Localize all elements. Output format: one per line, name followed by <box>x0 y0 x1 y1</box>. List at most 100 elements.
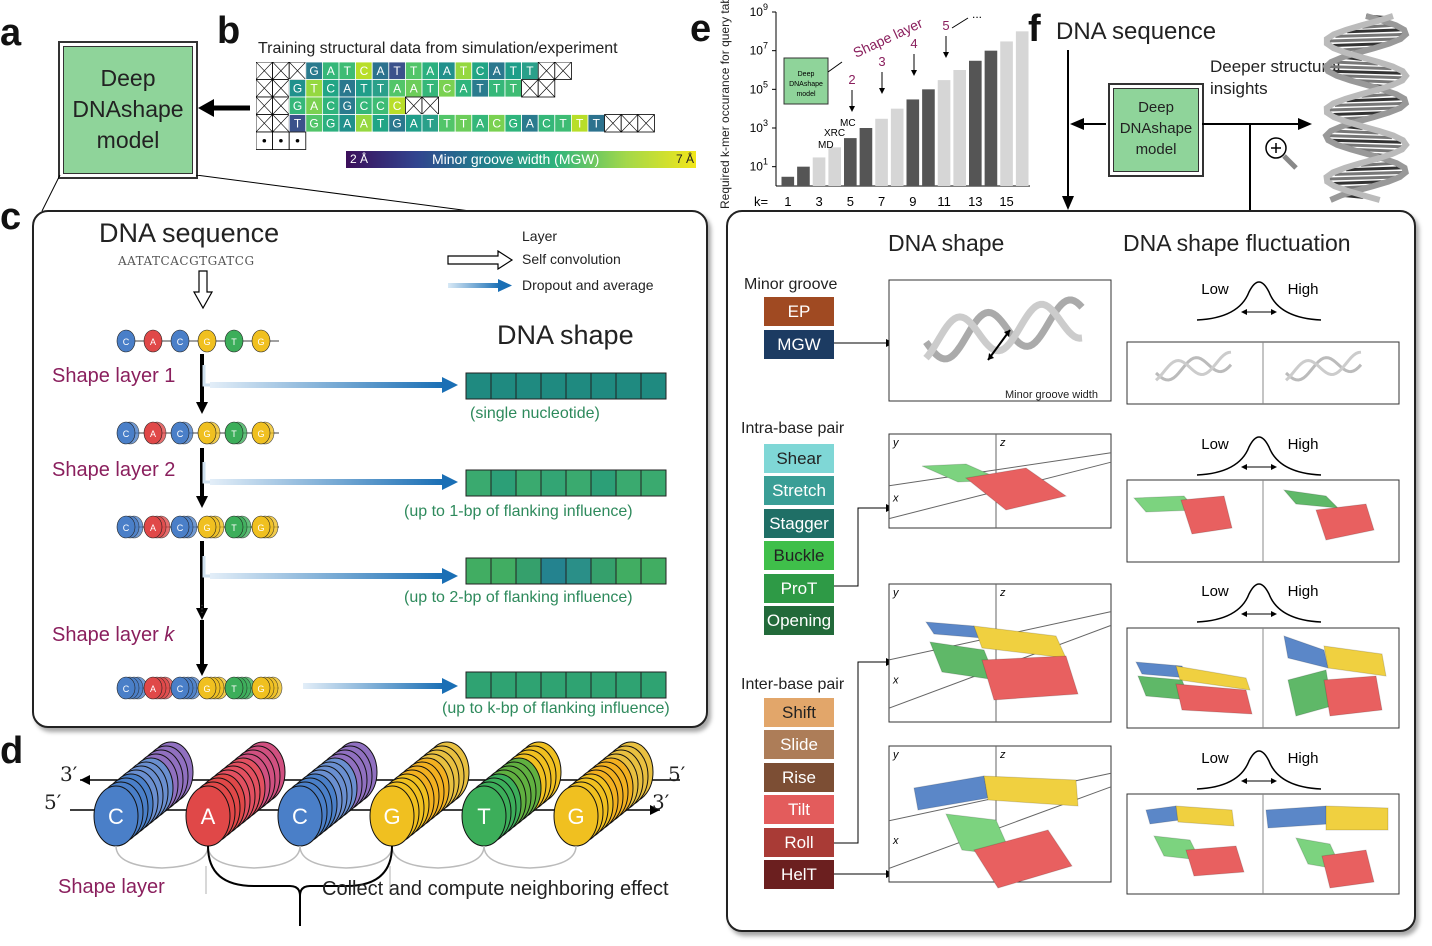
axis-y-label: y <box>892 437 900 449</box>
kmer-bar <box>922 89 935 186</box>
shape-value-cell <box>590 671 617 699</box>
seq-letter: A <box>327 64 335 78</box>
sequence-input-arrow-icon <box>192 270 214 310</box>
shape-value-cell <box>590 469 617 497</box>
seq-letter: C <box>393 99 402 113</box>
bottom-strand-arrow <box>650 805 660 815</box>
dropout-arrow-head <box>442 568 458 584</box>
neighbor-bracket <box>391 845 485 869</box>
e-ytick-label: 101 <box>750 157 768 174</box>
seq-letter: T <box>443 117 451 131</box>
seq-letter: T <box>294 117 302 131</box>
e-ytick-exp: 1 <box>763 157 768 167</box>
colorbar-label: Minor groove width (MGW) <box>432 151 600 167</box>
e-xtick-label: 13 <box>968 194 982 209</box>
e-layer-arrowhead <box>849 106 855 112</box>
dropout-connector <box>202 365 210 387</box>
neighbor-bracket <box>299 845 393 869</box>
base-letter: G <box>383 804 400 829</box>
seq-letter: C <box>360 64 369 78</box>
seq-letter: A <box>526 117 534 131</box>
mask-x <box>256 79 273 98</box>
mask-x <box>537 79 556 98</box>
shape-value-cell <box>615 372 642 400</box>
kmer-bar <box>844 138 857 186</box>
inter-title: Inter-base pair <box>741 676 845 693</box>
dropout-arrow-head <box>442 678 458 694</box>
label-b: b <box>217 10 241 52</box>
mini-slab-yellow <box>1175 805 1235 827</box>
nucleotide-letter: C <box>177 429 184 439</box>
layer-k-note: (up to k-bp of flanking influence) <box>442 700 670 717</box>
nucleotide-letter: T <box>231 684 237 694</box>
intra-title: Intra-base pair <box>741 420 845 437</box>
shape-value-cell <box>640 557 667 585</box>
mini-slab-red <box>1180 495 1233 535</box>
top-strand-arrow <box>80 775 90 785</box>
seq-letter: A <box>493 64 501 78</box>
neighbor-bracket <box>115 845 209 869</box>
shape-button-rise: Rise <box>764 762 834 792</box>
seq-letter: T <box>593 117 601 131</box>
mini-slab-yellow <box>1175 665 1251 691</box>
dot <box>295 138 300 143</box>
nucleotide-disk <box>197 421 217 445</box>
kmer-bar <box>812 157 826 186</box>
dot <box>279 138 283 143</box>
seq-letter: T <box>493 82 501 96</box>
mask-x <box>272 114 290 133</box>
helix-base-pair <box>1332 60 1378 66</box>
shape-value-cell <box>640 469 667 497</box>
mgw-arrow-head <box>988 353 994 360</box>
collect-bracket <box>207 845 393 926</box>
nucleotide-disk <box>143 329 163 353</box>
shape-button-shear: Shear <box>764 444 834 473</box>
panel-f-arrows <box>1062 50 1312 215</box>
shape-value-cell <box>540 671 567 699</box>
helix-base-pair <box>1328 134 1393 140</box>
e-inset-line2: DNAshape <box>789 81 823 88</box>
shape-value-cell <box>465 469 492 497</box>
nucleotide-letter: C <box>123 523 130 533</box>
helix-backbone-2 <box>1323 13 1410 203</box>
fluct-curve-inter2 <box>1196 750 1322 790</box>
nucleotide-letter: C <box>177 523 184 533</box>
e-layer-mark: 4 <box>910 36 917 51</box>
dropout-arrow-icon <box>448 279 512 292</box>
e-method-xrc: XRC <box>824 128 845 139</box>
mask-x <box>405 96 423 115</box>
nucleotide-disk <box>224 515 244 539</box>
nucleotide-disk <box>197 676 217 700</box>
seq-letter: T <box>510 82 518 96</box>
nucleotide-letter: T <box>231 429 237 439</box>
helix-base-pair <box>1334 170 1404 176</box>
model-label-a: Deep DNAshape model <box>72 65 184 153</box>
self-convolution-arrow-icon <box>447 250 514 270</box>
kmer-bar <box>984 50 998 186</box>
high-label: High <box>1288 436 1319 453</box>
shape-value-cell <box>615 671 642 699</box>
nucleotide-disk <box>224 676 244 700</box>
nucleotide-letter: G <box>257 523 264 533</box>
mask-x <box>554 62 572 80</box>
seq-letter: C <box>326 82 335 96</box>
seq-letter: A <box>443 64 451 78</box>
axis-z-label: z <box>999 749 1006 761</box>
seq-letter: T <box>559 117 567 131</box>
legend-title: Layer <box>522 228 558 244</box>
mask-x <box>272 62 290 80</box>
dropout-connector <box>202 462 210 484</box>
seq-letter: G <box>392 117 401 131</box>
dropout-arrow <box>210 382 443 388</box>
e-xtick-label: 3 <box>815 194 822 209</box>
helix-base-pair <box>1328 65 1392 71</box>
g-col1-title: DNA shape <box>888 230 1005 256</box>
legend-dropout: Dropout and average <box>522 277 654 293</box>
nucleotide-letter: C <box>123 337 130 347</box>
nucleotide-disk <box>251 329 271 353</box>
mini-slab-red <box>1185 845 1245 877</box>
helix-base-pair <box>1335 32 1404 38</box>
nucleotide-letter: T <box>231 337 237 347</box>
shape-value-cell <box>565 671 592 699</box>
shape-button-tilt: Tilt <box>764 795 834 825</box>
